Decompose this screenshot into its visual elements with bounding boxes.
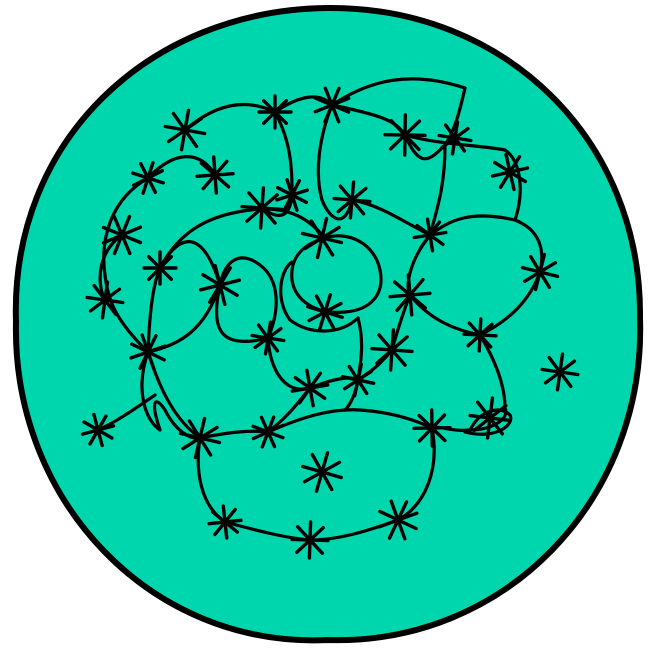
barb-spike: [370, 346, 414, 354]
barb-spike: [307, 301, 343, 323]
barb-knot: [462, 317, 498, 353]
barb-spike: [290, 383, 330, 393]
barb-knot: [332, 180, 372, 220]
barb-spike: [88, 287, 122, 313]
barb-knot: [306, 293, 344, 331]
barb-knot: [370, 328, 414, 372]
barb-knot: [437, 120, 473, 156]
wire-strand: [102, 176, 150, 354]
barb-knot: [240, 186, 284, 230]
barb-spike: [540, 367, 580, 377]
wire-strand: [198, 408, 434, 440]
barb-knot: [178, 416, 222, 460]
barb-knot: [290, 520, 330, 560]
barb-spike: [275, 188, 309, 202]
barb-spike: [383, 132, 427, 138]
wire-strand: [140, 350, 202, 440]
barb-spike: [195, 171, 235, 179]
wire-strand: [215, 256, 278, 344]
barb-spike: [245, 193, 279, 223]
barb-spike: [303, 225, 341, 251]
barb-knot: [313, 86, 351, 124]
barb-spike: [377, 511, 419, 529]
barb-spike: [472, 404, 508, 432]
barb-spike: [342, 369, 374, 391]
barb-knot: [290, 368, 330, 408]
wire-strand: [403, 133, 522, 222]
barb-knot: [377, 499, 419, 541]
barb-knot: [275, 178, 309, 212]
barb-spike: [129, 344, 167, 360]
barb-spike: [178, 431, 222, 445]
barb-knot: [520, 252, 560, 292]
barb-spike: [262, 98, 288, 126]
wire-strand: [330, 86, 467, 161]
barb-knot: [388, 273, 432, 317]
barb-knot: [80, 412, 116, 448]
barb-knot: [129, 333, 167, 371]
barb-spike: [101, 225, 143, 245]
barb-knot: [250, 320, 286, 356]
wire-strand: [146, 155, 217, 180]
wire-strand: [316, 103, 354, 221]
barb-spike: [412, 230, 448, 240]
barb-spike: [490, 166, 530, 178]
barb-spike: [440, 126, 470, 150]
barb-spike: [250, 333, 286, 343]
barb-knot: [101, 214, 143, 256]
barb-spike: [80, 424, 116, 436]
wire-strand: [428, 214, 544, 274]
wire-strand: [158, 207, 327, 270]
barb-spike: [207, 518, 243, 526]
barb-spike: [412, 426, 452, 430]
barb-knot: [163, 108, 207, 152]
barb-knot: [251, 415, 285, 449]
teal-disc: [12, 4, 644, 644]
barb-knot: [195, 155, 235, 195]
barb-knot: [300, 216, 344, 260]
barb-knot: [301, 451, 343, 493]
barb-spike: [332, 196, 372, 204]
barb-spike: [466, 322, 494, 348]
barb-knot: [207, 504, 243, 540]
barb-spike: [295, 526, 325, 554]
barb-spike: [520, 265, 560, 279]
barb-spike: [251, 423, 285, 441]
barb-knot: [340, 362, 376, 398]
wire-barbs: [80, 86, 580, 560]
barb-knot: [383, 113, 427, 157]
barb-spike: [302, 460, 342, 484]
wire-strand: [279, 260, 360, 333]
wire-strand: [428, 143, 447, 237]
barb-knot: [468, 396, 512, 440]
barb-knot: [490, 152, 530, 192]
barb-knot: [412, 408, 452, 448]
barb-knot: [257, 94, 293, 130]
wire-strand: [290, 234, 383, 314]
barb-spike: [131, 168, 165, 188]
barb-knot: [142, 250, 178, 286]
barb-knot: [131, 161, 165, 195]
barb-spike: [388, 291, 432, 299]
barb-spike: [198, 278, 242, 292]
barb-knot: [85, 280, 125, 320]
barb-knot: [412, 217, 448, 253]
barb-spike: [313, 96, 351, 114]
barb-knot: [540, 352, 580, 392]
barb-spike: [163, 124, 207, 136]
barb-knot: [198, 263, 242, 307]
